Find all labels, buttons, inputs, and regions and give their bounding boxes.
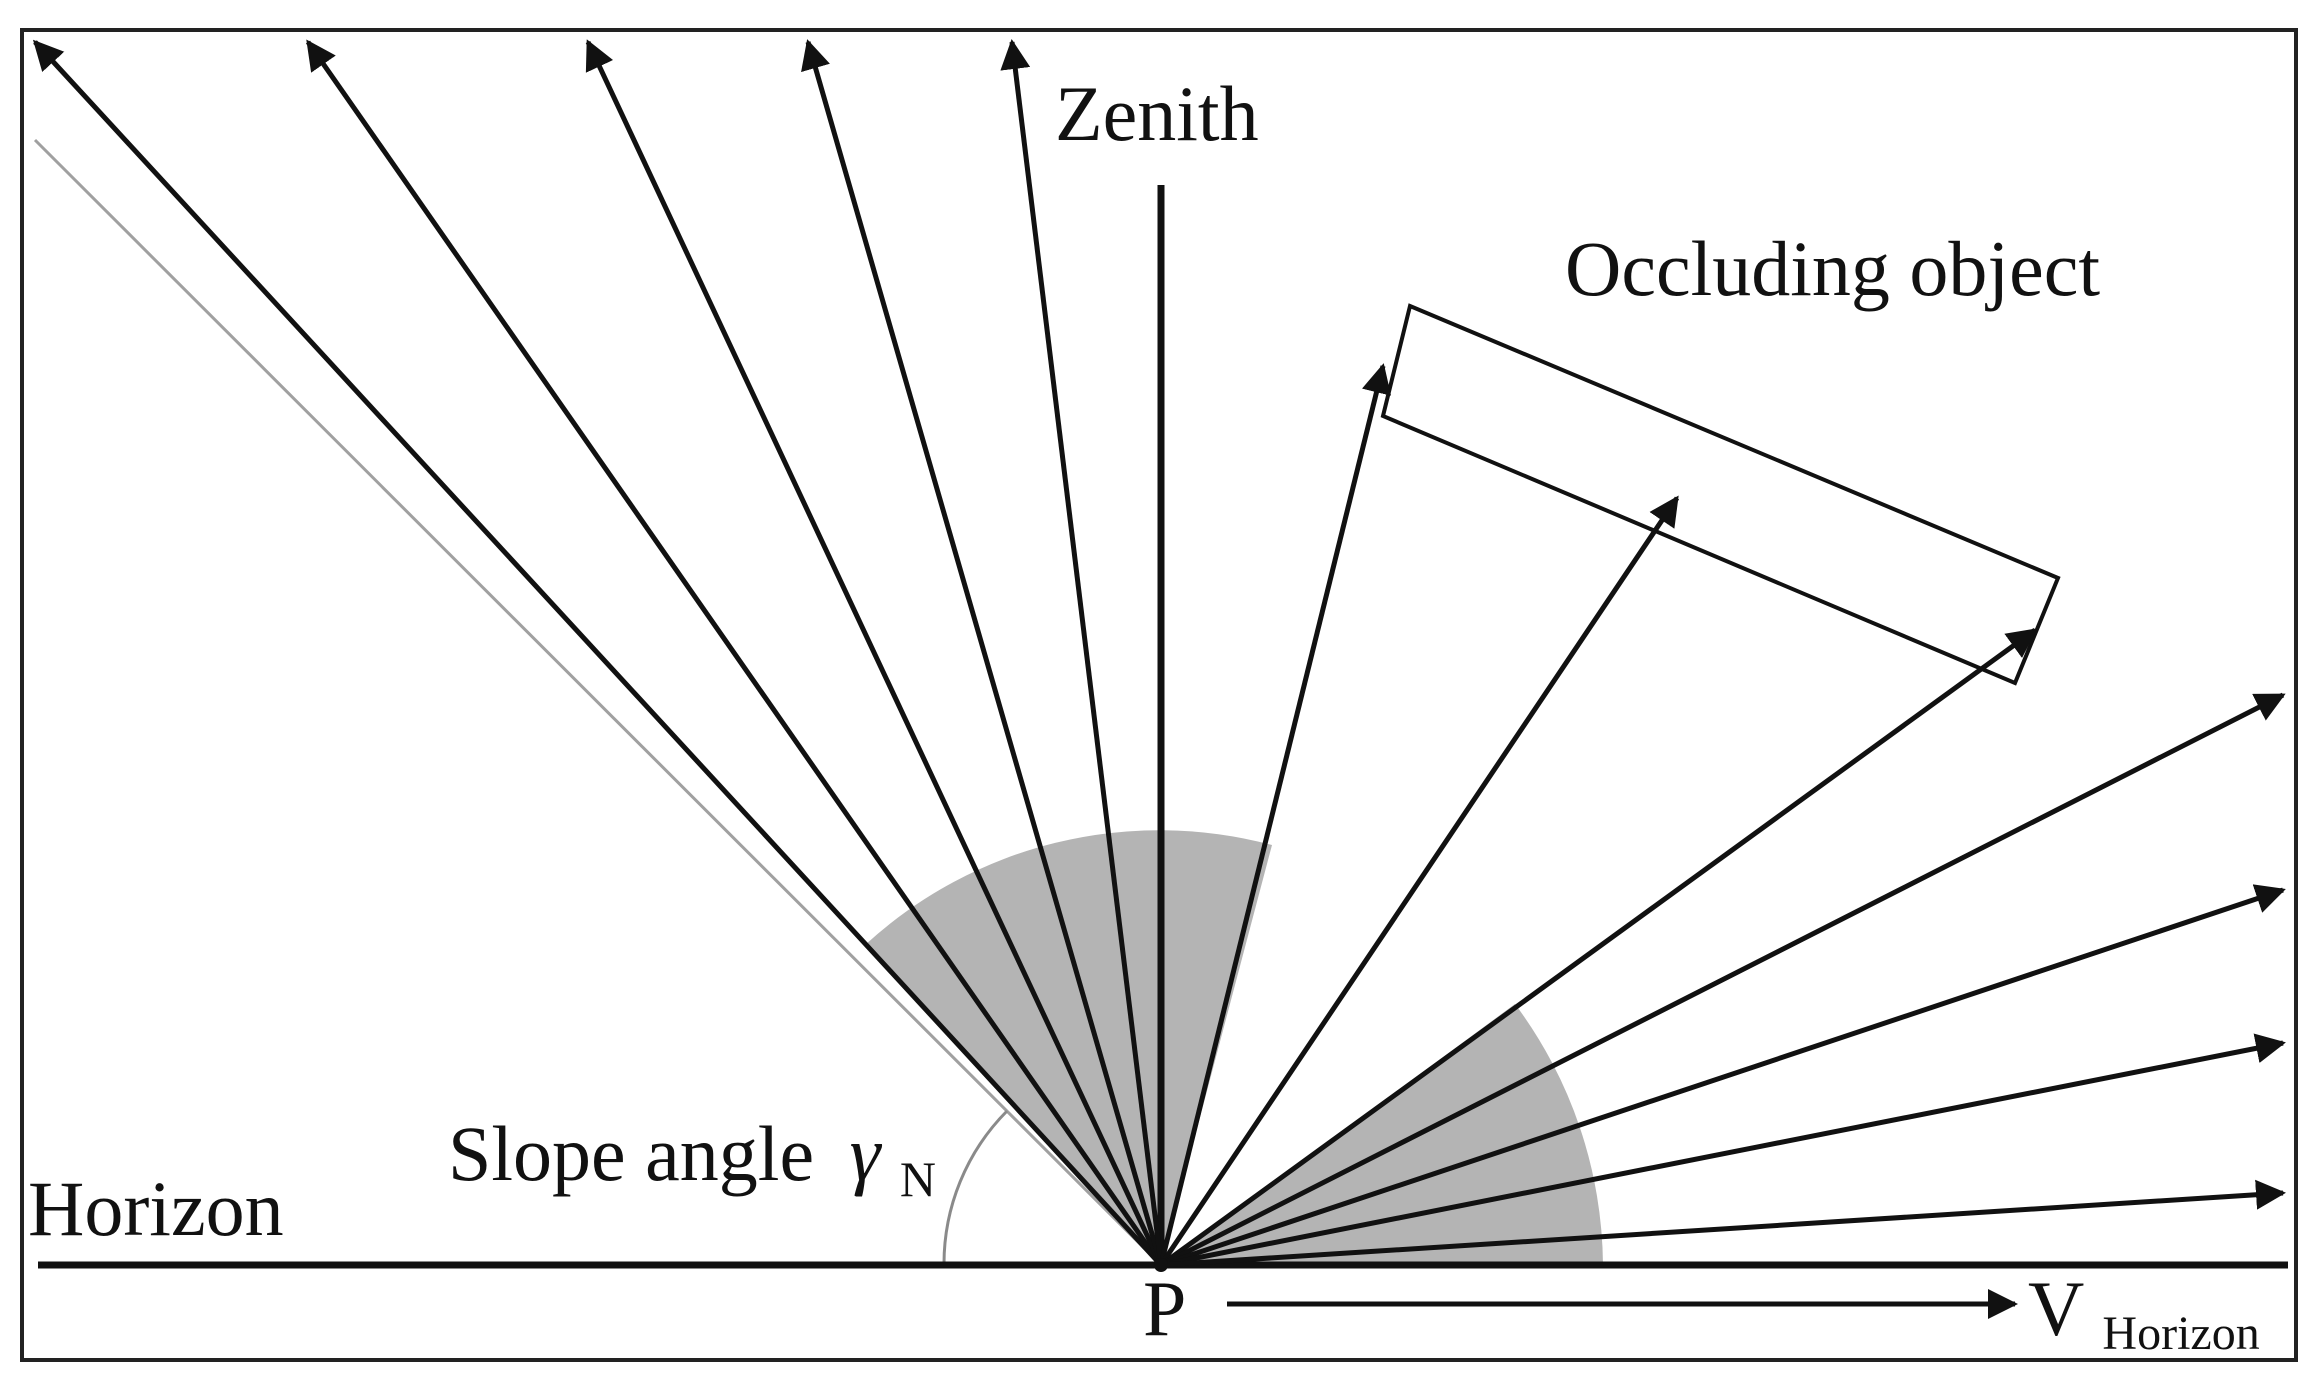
v-horizon-main: V: [2028, 1265, 2084, 1352]
horizon-label: Horizon: [28, 1165, 284, 1252]
occluded-ray-3: [1159, 627, 2038, 1268]
left-ray-2: [305, 39, 1164, 1267]
slope-angle-label: Slope angle γ N: [448, 1110, 936, 1207]
point-p-dot: [1154, 1258, 1168, 1272]
left-ray-3: [585, 39, 1164, 1267]
zenith-label: Zenith: [1055, 70, 1259, 157]
right-ray-4: [1160, 1179, 2286, 1268]
lower-right-sector: [1161, 1004, 1603, 1265]
point-p-label: P: [1143, 1265, 1186, 1352]
slope-angle-arc: [942, 1109, 1009, 1266]
slope-angle-subscript: N: [900, 1151, 936, 1207]
right-ray-2: [1160, 884, 2286, 1268]
upper-sector: [865, 830, 1272, 1265]
occluding-object-label: Occluding object: [1565, 225, 2100, 312]
left-rays: [32, 39, 1164, 1267]
occluding-object-shape: [1380, 303, 2061, 686]
left-ray-5: [1000, 39, 1164, 1266]
occluded-ray-2: [1158, 495, 1680, 1267]
v-horizon-label: V Horizon: [2028, 1265, 2260, 1360]
left-ray-4: [801, 39, 1164, 1266]
right-rays: [1159, 692, 2286, 1268]
slope-guide-line: [33, 138, 1163, 1267]
right-ray-1: [1159, 692, 2286, 1268]
diagram-frame: [20, 28, 2298, 1362]
right-ray-3: [1160, 1033, 2286, 1268]
slope-angle-text: Slope angle: [448, 1110, 814, 1197]
v-horizon-subscript: Horizon: [2102, 1307, 2259, 1360]
left-ray-1: [32, 39, 1163, 1267]
slope-angle-symbol: γ: [850, 1110, 883, 1197]
occluded-ray-1: [1158, 363, 1392, 1266]
occluded-rays: [1158, 363, 2038, 1268]
